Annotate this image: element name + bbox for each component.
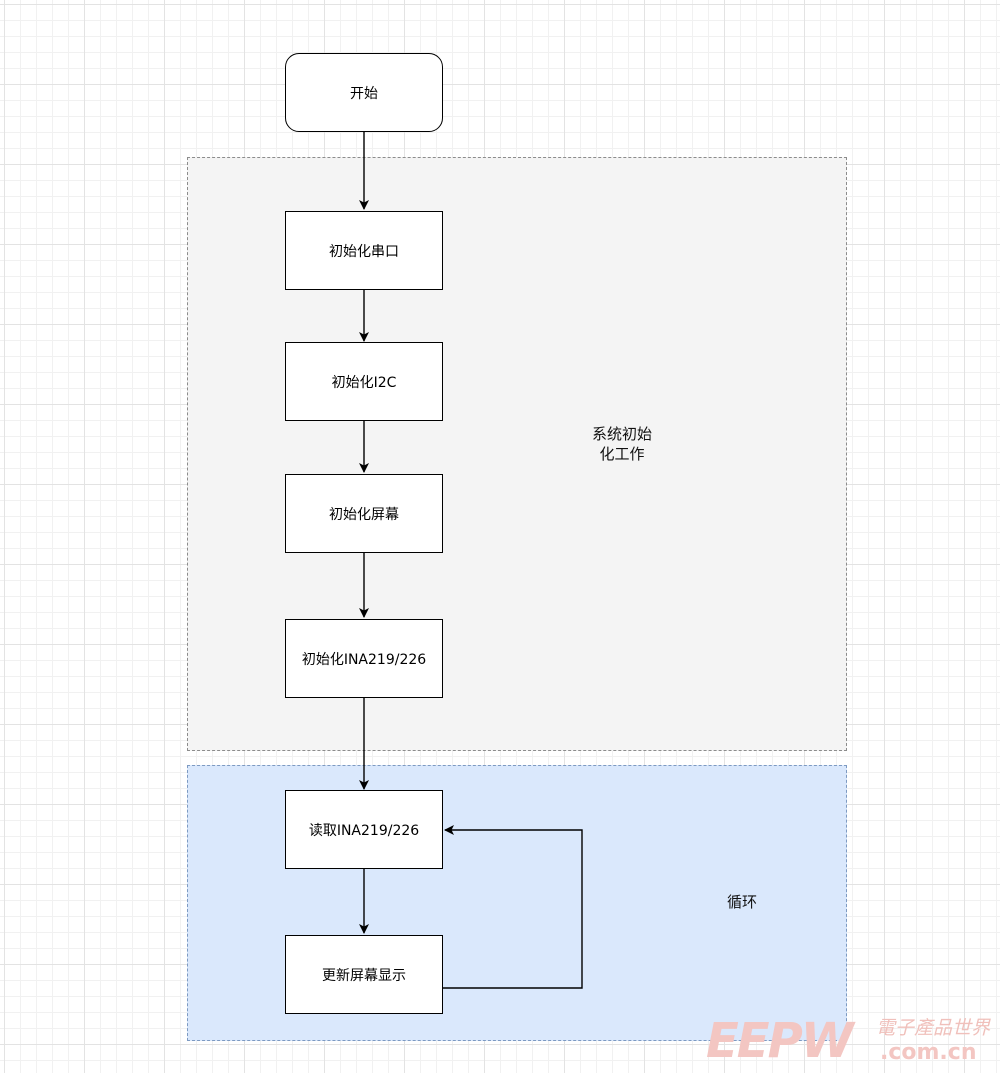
node-init-ina[interactable]: 初始化INA219/226 — [285, 619, 443, 698]
node-read-ina[interactable]: 读取INA219/226 — [285, 790, 443, 869]
node-init-i2c[interactable]: 初始化I2C — [285, 342, 443, 421]
group-system-init-label: 系统初始 化工作 — [591, 425, 652, 463]
eepw-watermark-cn-text: 電子產品世界 — [876, 1017, 991, 1039]
node-start[interactable]: 开始 — [285, 53, 443, 132]
node-update-screen[interactable]: 更新屏幕显示 — [285, 935, 443, 1014]
eepw-watermark-logo: EEPW — [706, 1015, 854, 1067]
eepw-watermark-url: .com.cn — [880, 1040, 977, 1065]
node-init-screen[interactable]: 初始化屏幕 — [285, 474, 443, 553]
eepw-watermark: EEPW 電子產品世界 .com.cn — [706, 1015, 996, 1067]
node-init-uart[interactable]: 初始化串口 — [285, 211, 443, 290]
edge-update-screen-to-read-ina — [443, 825, 583, 989]
group-loop-label: 循环 — [726, 893, 757, 911]
